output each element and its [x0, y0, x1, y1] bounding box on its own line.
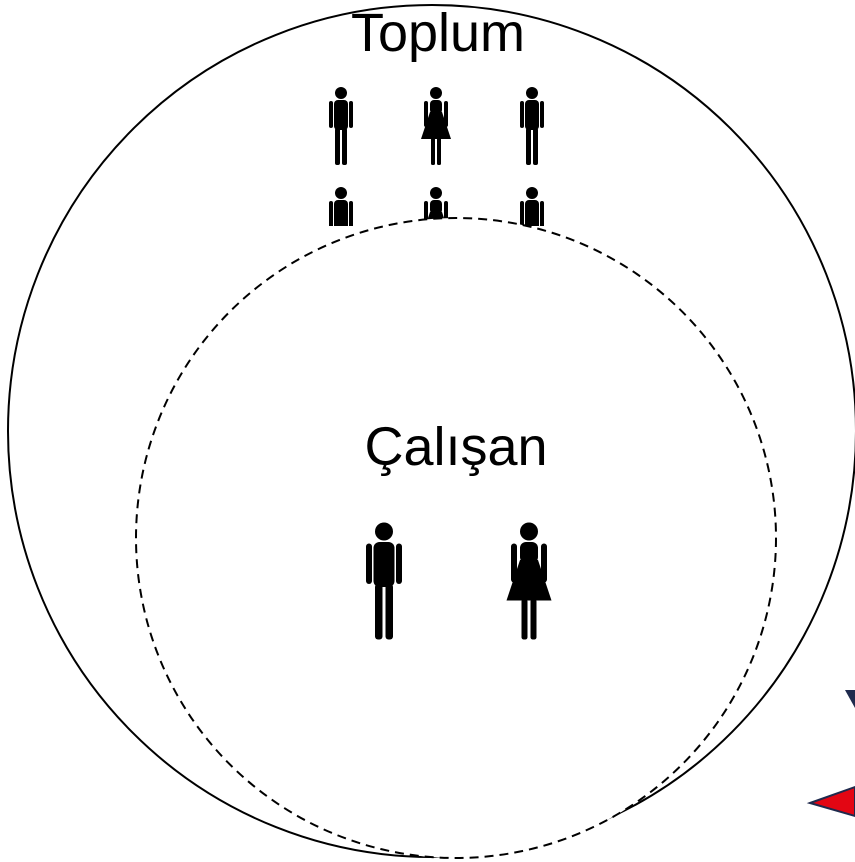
female-person-icon — [421, 87, 451, 165]
society-label: Toplum — [351, 3, 525, 63]
employee-circle — [135, 217, 777, 859]
navy-arrow-fragment — [845, 690, 855, 708]
community-people-row-1 — [329, 87, 544, 165]
red-arrow-fragment — [806, 785, 855, 818]
arrow-fragments — [806, 690, 855, 818]
male-person-icon — [329, 87, 353, 165]
male-person-icon — [520, 87, 544, 165]
employee-label: Çalışan — [364, 417, 547, 477]
